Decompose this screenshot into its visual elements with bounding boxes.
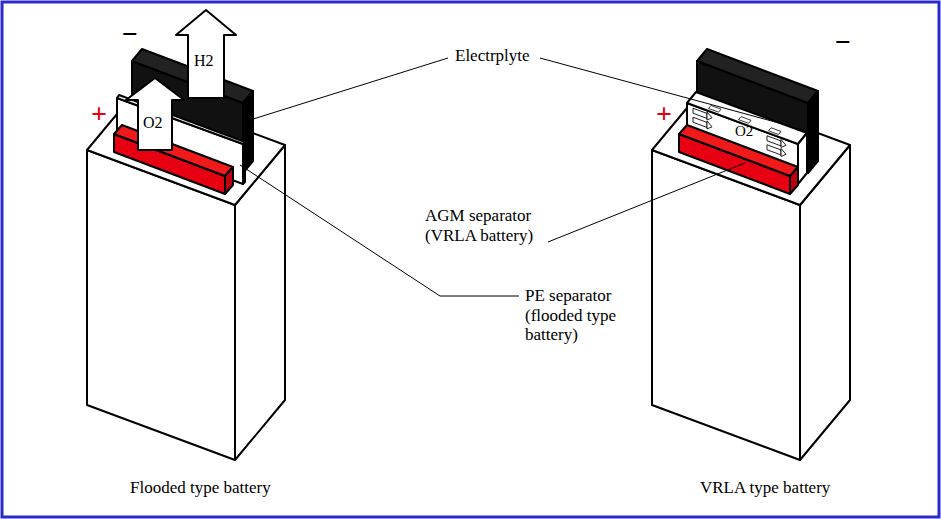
- leader-line: [250, 58, 448, 120]
- gas-label: H2: [194, 52, 214, 70]
- callout-label: Electrplyte: [455, 46, 530, 66]
- figure-caption: VRLA type battery: [700, 478, 830, 498]
- polarity-sign: +: [91, 98, 107, 130]
- polarity-sign: −: [835, 26, 851, 58]
- oxygen-arrow: [126, 78, 184, 150]
- positive-plate-side: [790, 167, 798, 194]
- leader-lines: [240, 58, 790, 296]
- callout-label: PE separator (flooded type battery): [525, 286, 643, 345]
- gas-label: O2: [735, 123, 753, 140]
- agm-separator-side: [798, 133, 807, 184]
- polarity-sign: −: [122, 18, 138, 50]
- figure-caption: Flooded type battery: [130, 478, 271, 498]
- positive-plate-top: [114, 125, 233, 176]
- negative-plate-top: [697, 49, 818, 103]
- gas-label: O2: [143, 114, 163, 132]
- polarity-sign: +: [656, 98, 672, 130]
- leader-line: [548, 163, 745, 242]
- hydrogen-arrow: [176, 10, 236, 98]
- callout-label: AGM separator (VRLA battery): [425, 206, 555, 245]
- pe-separator-side: [243, 142, 245, 184]
- negative-plate-side: [808, 91, 818, 173]
- flooded-battery: [87, 10, 285, 460]
- positive-plate-side: [225, 167, 233, 194]
- vrla-battery: [652, 49, 850, 460]
